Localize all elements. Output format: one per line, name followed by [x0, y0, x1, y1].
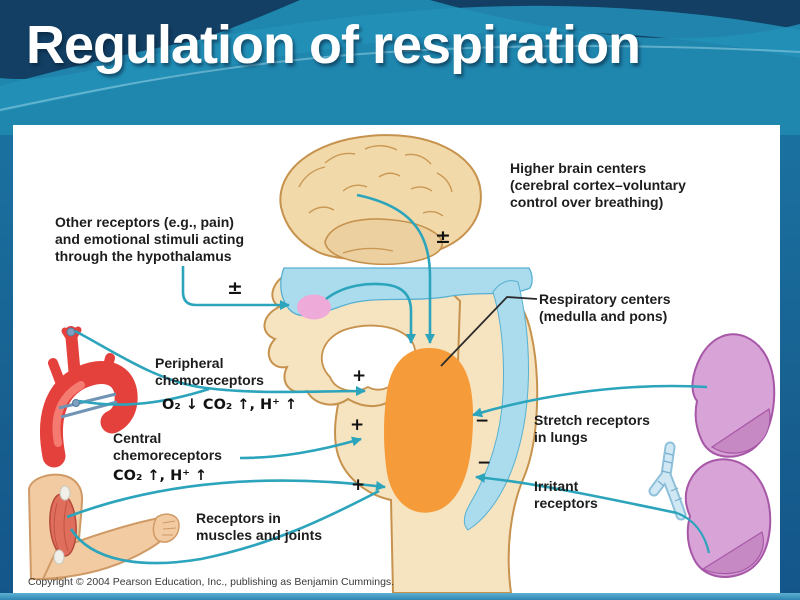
peripheral-chemoreceptor-arrow — [74, 329, 366, 397]
irritant-receptors-arrow — [475, 472, 678, 515]
label-other-receptors: Other receptors (e.g., pain) and emotion… — [55, 214, 245, 264]
muscle-receptors-nerve — [69, 489, 380, 565]
wave-highlight-line — [0, 44, 800, 111]
label-peripheral-chemoreceptors: Peripheral chemoreceptors — [155, 355, 264, 388]
other-receptors-arrow — [181, 266, 290, 310]
sign-plus-muscle: + — [351, 475, 366, 495]
wave-dark-left — [0, 0, 300, 80]
lung-bottom-lobe-fold — [701, 531, 764, 575]
sign-minus-stretch: − — [475, 411, 490, 431]
subclavian-branch — [100, 353, 115, 383]
higher-brain-arrow — [356, 193, 435, 344]
bottom-accent-strip — [0, 593, 800, 600]
sign-minus-irritant: − — [477, 453, 492, 473]
trachea-rings — [657, 452, 683, 502]
lung-top-lobe-fold — [710, 408, 771, 454]
lung-top-illustration — [691, 333, 776, 458]
finger-lines — [162, 520, 177, 536]
sign-plus-minus-brain: ± — [435, 226, 451, 248]
background-waves — [0, 0, 800, 135]
copyright-text: Copyright © 2004 Pearson Education, Inc.… — [28, 576, 395, 588]
hypothalamus-spot — [297, 294, 331, 320]
label-higher-brain-centers: Higher brain centers (cerebral cortex–vo… — [510, 160, 686, 210]
respiratory-centers-pointer — [440, 296, 538, 367]
tendon-bottom — [53, 549, 65, 565]
arm-illustration — [27, 473, 180, 581]
label-central-chemoreceptors: Central chemoreceptors — [113, 430, 222, 463]
aortic-body-nerve — [78, 387, 210, 406]
brainstem-illustration — [263, 267, 539, 593]
sign-plus-central: + — [350, 415, 365, 435]
temporal-lobe — [324, 218, 443, 266]
peripheral-chemistry-text: O₂ ↓ CO₂ ↑, H⁺ ↑ — [162, 397, 297, 413]
cerebrum — [279, 134, 482, 261]
muscle-receptors-arrow — [66, 479, 386, 519]
sign-plus-minus-hypothalamus: ± — [227, 277, 243, 299]
central-chemistry-text: CO₂ ↑, H⁺ ↑ — [113, 468, 208, 484]
label-muscle-joint-receptors: Receptors in muscles and joints — [196, 510, 323, 543]
neural-pathways — [66, 193, 711, 565]
brain-illustration — [279, 134, 482, 266]
label-irritant-receptors: Irritant receptors — [534, 478, 598, 511]
tendon-top — [59, 485, 71, 501]
diagram-panel: Higher brain centers (cerebral cortex–vo… — [13, 125, 780, 593]
irritant-lung-branch — [676, 511, 711, 554]
brachiocephalic-branch — [48, 358, 66, 389]
page-title: Regulation of respiration — [26, 15, 641, 75]
hypothalamus-arrow — [325, 282, 416, 344]
csf-right-stripe — [463, 280, 529, 531]
stretch-receptors-arrow — [472, 384, 708, 418]
lung-bottom-illustration — [684, 458, 772, 578]
anatomy-diagram — [27, 134, 776, 593]
carotid-body-dot — [66, 327, 76, 337]
label-respiratory-centers: Respiratory centers (medulla and pons) — [539, 291, 671, 324]
respiratory-center-region — [384, 348, 473, 513]
muscle-striations — [53, 500, 69, 552]
label-stretch-receptors: Stretch receptors in lungs — [534, 412, 650, 445]
wave-teal-swoosh — [0, 5, 800, 112]
sign-plus-peripheral: + — [352, 366, 367, 386]
trachea-illustration — [648, 441, 687, 521]
aorta-illustration — [40, 326, 138, 468]
central-chemoreceptor-arrow — [239, 436, 362, 460]
brain-gyri-lines — [298, 145, 453, 254]
aortic-body-dot — [72, 399, 80, 407]
